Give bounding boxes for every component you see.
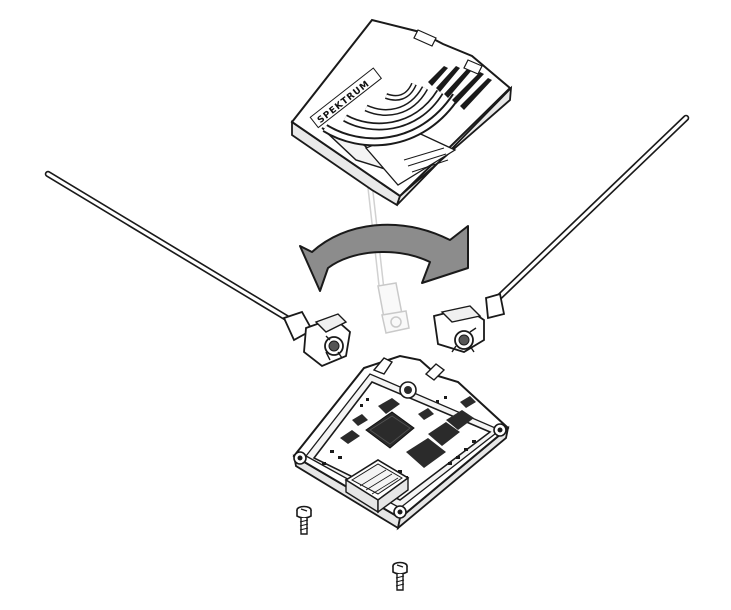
antenna-lead-right bbox=[432, 114, 690, 353]
bars-graphic bbox=[428, 66, 492, 110]
swap-direction-arrow bbox=[299, 223, 469, 292]
screw-left bbox=[296, 505, 312, 535]
receiver-board-and-base bbox=[292, 354, 510, 531]
antenna-lead-left bbox=[44, 170, 351, 368]
screw-bottom bbox=[392, 561, 408, 591]
receiver-top-cover: SPEKTRUM bbox=[290, 18, 513, 207]
